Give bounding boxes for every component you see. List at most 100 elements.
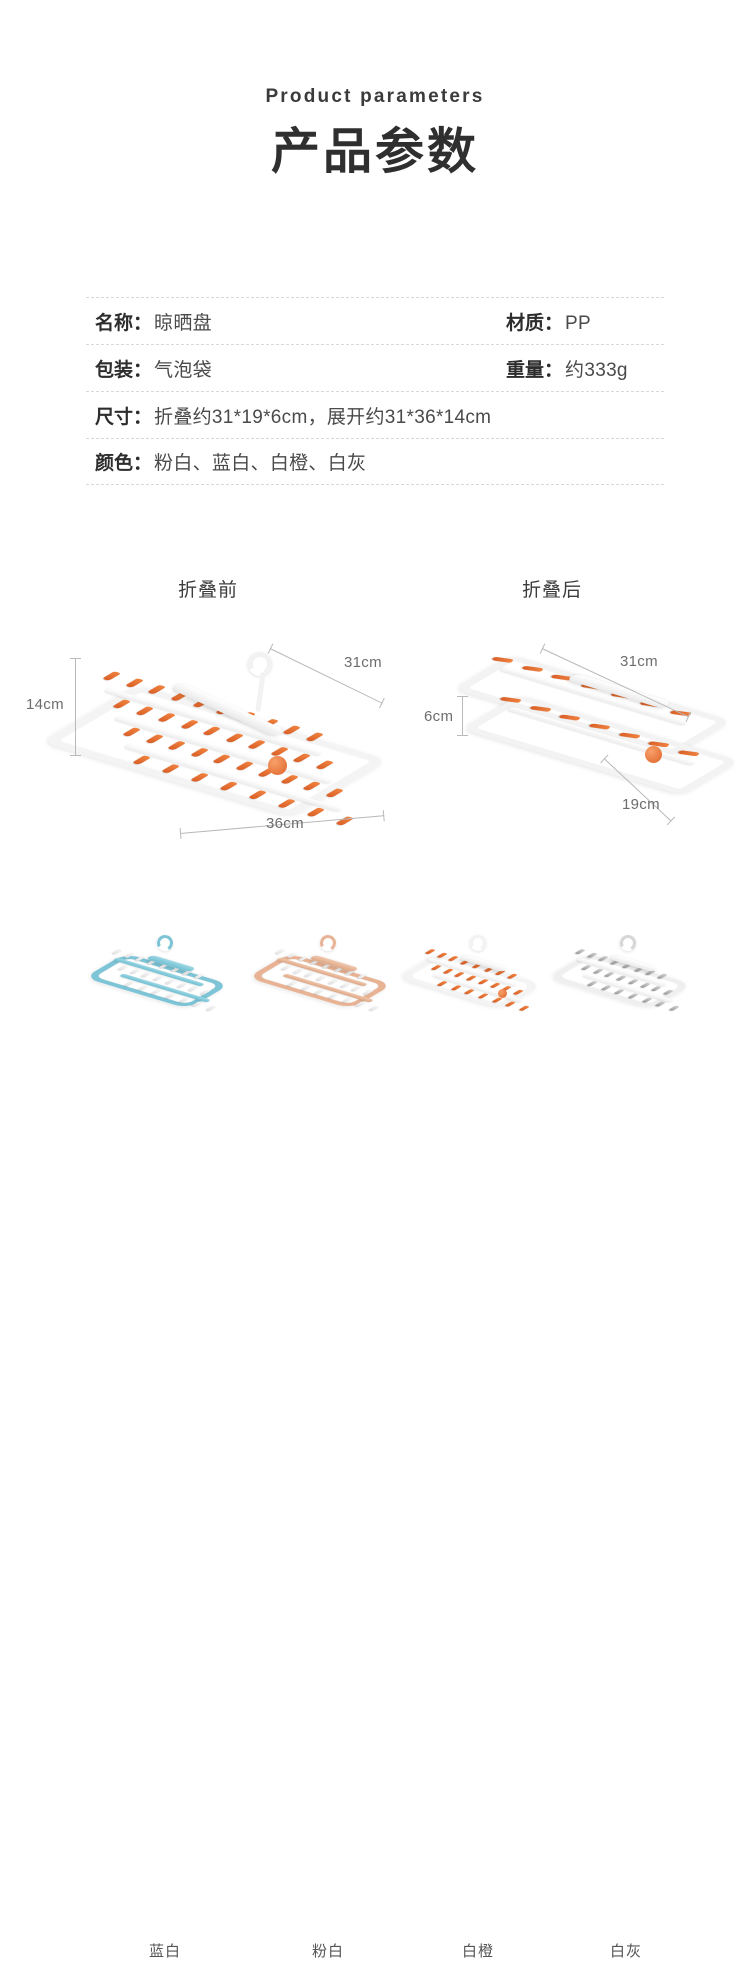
variant-illustration xyxy=(84,933,231,1029)
spec-cell-weight: 重量 ： 约333g xyxy=(506,355,628,382)
handle-knob xyxy=(268,756,287,775)
page-title-english: Product parameters xyxy=(265,86,485,107)
clothes-clip xyxy=(613,989,626,995)
clothes-clip xyxy=(111,948,123,955)
clothes-clip xyxy=(436,952,448,959)
table-row: 包装 ： 气泡袋 重量 ： 约333g xyxy=(86,344,664,391)
clothes-clip xyxy=(668,1005,680,1012)
clothes-clip xyxy=(218,781,239,791)
clothes-clip xyxy=(615,975,627,982)
clothes-clip xyxy=(465,975,477,982)
variant-label: 白橙 xyxy=(461,1943,494,1960)
dimension-label-depth: 31cm xyxy=(344,654,382,671)
clothes-clip xyxy=(491,656,514,663)
clothes-clip xyxy=(354,1001,366,1007)
page-header: Product parameters 产品参数 xyxy=(0,0,750,182)
clothes-clip xyxy=(504,1001,516,1007)
page-title-chinese: 产品参数 xyxy=(270,125,479,179)
clothes-clip xyxy=(558,714,582,721)
hanger-hook-icon xyxy=(318,933,338,953)
clothes-clip xyxy=(274,948,286,955)
spec-colon: ： xyxy=(133,406,153,428)
clothes-clip xyxy=(101,671,122,681)
spec-cell-material: 材质 ： PP xyxy=(506,308,591,335)
clothes-clip xyxy=(627,978,639,985)
caption-after-folding: 折叠后 xyxy=(522,580,583,601)
clothes-clip xyxy=(324,788,345,798)
table-row: 名称 ： 晾晒盘 材质 ： PP xyxy=(86,297,664,344)
variant-illustration xyxy=(247,933,394,1029)
variant-illustration xyxy=(397,933,544,1029)
clothes-clip xyxy=(160,763,181,774)
variant-label: 粉白 xyxy=(311,1943,344,1960)
clothes-clip xyxy=(592,968,604,975)
variant-thumbnail-white-orange[interactable] xyxy=(397,925,558,1040)
clothes-clip xyxy=(499,696,522,703)
clothes-clip xyxy=(156,712,177,723)
clothes-clip xyxy=(247,790,268,800)
spec-value: 粉白、蓝白、白橙、白灰 xyxy=(154,453,367,474)
variant-label: 白灰 xyxy=(609,1943,642,1960)
clothes-clip xyxy=(650,985,662,992)
clothes-clip xyxy=(588,723,611,730)
spec-colon: ： xyxy=(544,312,564,334)
clothes-clip xyxy=(134,706,154,716)
spec-cell-color: 颜色 ： 粉白、蓝白、白橙、白灰 xyxy=(95,448,366,475)
clothes-clip xyxy=(528,705,552,712)
clothes-clip xyxy=(189,747,209,758)
dimension-line-height xyxy=(457,696,468,736)
clothes-clip xyxy=(140,971,153,978)
clothes-clip xyxy=(144,734,164,744)
clothes-clip xyxy=(449,984,462,991)
clothes-clip xyxy=(463,989,476,995)
clothes-clip xyxy=(599,984,612,991)
clothes-clip xyxy=(292,753,312,763)
clothes-clip xyxy=(327,993,339,999)
clothes-clip xyxy=(305,807,326,818)
clothes-clip xyxy=(638,982,651,989)
clothes-clip xyxy=(224,733,245,743)
clothes-clip xyxy=(340,997,353,1003)
spec-key: 名称 xyxy=(95,312,134,334)
handle-knob xyxy=(498,989,507,998)
table-row: 尺寸 ： 折叠约31*19*6cm，展开约31*36*14cm xyxy=(86,391,664,438)
spec-colon: ： xyxy=(133,312,153,334)
clothes-clip xyxy=(150,989,163,995)
clothes-clip xyxy=(627,993,639,999)
diagram-folded: 31cm 6cm 19cm xyxy=(420,628,740,853)
clothes-clip xyxy=(164,978,176,985)
variant-thumbnail-blue-white[interactable] xyxy=(84,925,245,1040)
clothes-clip xyxy=(447,955,460,962)
spec-value: 折叠约31*19*6cm，展开约31*36*14cm xyxy=(154,406,492,428)
variant-label: 蓝白 xyxy=(148,1943,181,1960)
spec-value: 晾晒盘 xyxy=(154,312,212,334)
table-row: 颜色 ： 粉白、蓝白、白橙、白灰 xyxy=(86,438,664,485)
clothes-clip xyxy=(269,746,290,757)
spec-cell-packaging: 包装 ： 气泡袋 xyxy=(95,355,212,382)
spec-cell-size: 尺寸 ： 折叠约31*19*6cm，展开约31*36*14cm xyxy=(95,402,491,429)
clothes-clip xyxy=(488,982,501,989)
clothes-clip xyxy=(297,955,310,962)
clothes-clip xyxy=(603,971,616,978)
dimension-label-height: 14cm xyxy=(26,696,64,713)
clothes-clip xyxy=(177,997,190,1003)
clothes-clip xyxy=(123,952,135,959)
spec-colon: ： xyxy=(544,359,564,381)
clothes-clip xyxy=(574,948,586,955)
clothes-clip xyxy=(520,665,544,672)
clothes-clip xyxy=(303,971,316,978)
clothes-clip xyxy=(246,739,267,750)
spec-key: 重量 xyxy=(506,359,545,381)
product-illustration-unfolded xyxy=(41,646,389,826)
variant-thumbnail-pink-white[interactable] xyxy=(247,925,408,1040)
clothes-clip xyxy=(617,732,641,739)
clothes-clip xyxy=(129,968,141,975)
product-spec-table: 名称 ： 晾晒盘 材质 ： PP 包装 ： 气泡袋 重量 ： 约333g 尺寸 … xyxy=(86,297,664,485)
spec-key: 尺寸 xyxy=(95,406,134,428)
spec-key: 颜色 xyxy=(95,453,134,474)
hanger-hook-icon xyxy=(618,933,638,953)
clothes-clip xyxy=(424,948,436,955)
dimension-label-depth: 19cm xyxy=(622,796,660,813)
clothes-clip xyxy=(597,955,610,962)
variant-thumbnail-white-gray[interactable] xyxy=(547,925,708,1040)
